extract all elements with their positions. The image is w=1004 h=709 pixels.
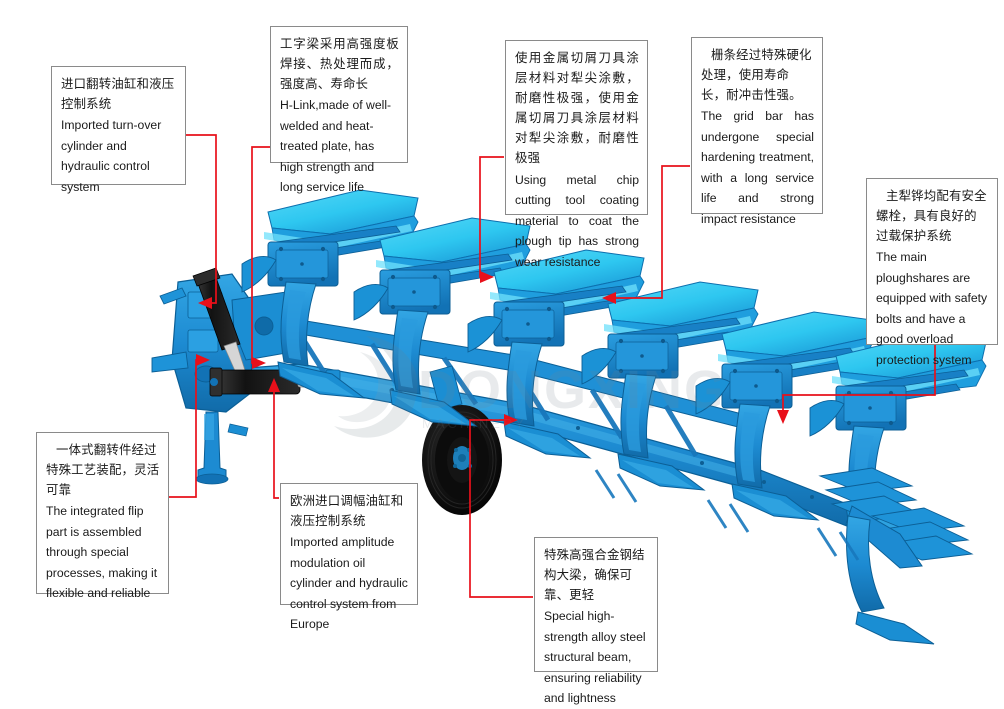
callout-en-text: Special high-strength alloy steel struct… [544,609,646,706]
callout-cn-text: 栅条经过特殊硬化处理，使用寿命长，耐冲击性强。 [701,47,812,103]
callout-h-link-beam[interactable]: 工字梁采用高强度板焊接、热处理而成，强度高、寿命长 H-Link,made of… [270,26,408,194]
plough-illustration [151,189,987,645]
callout-en-text: Imported turn-over cylinder and hydrauli… [61,118,162,194]
arrowhead-2 [252,357,266,369]
callout-integrated-flip-part[interactable]: 一体式翻转件经过特殊工艺装配，灵活可靠 The integrated flip … [36,432,169,600]
callout-cn-text: 特殊高强合金钢结构大梁，确保可靠、更轻 [544,547,645,603]
arrowhead-3 [480,271,494,283]
callout-en-text: The grid bar has undergone special harde… [701,109,814,226]
callout-en-text: The main ploughshares are equipped with … [876,250,988,367]
callout-en-text: The integrated flip part is assembled th… [46,504,158,601]
diagram-canvas: DONGXING MACHINERY [36,26,998,705]
callout-cn-text: 主犁铧均配有安全螺栓，具有良好的过载保护系统 [876,188,987,244]
callout-cn-text: 进口翻转油缸和液压控制系统 [61,76,175,112]
callout-en-text: H-Link,made of well-welded and heat-trea… [280,98,392,195]
arrowhead-4 [602,292,616,304]
callout-en-text: Using metal chip cutting tool coating ma… [515,172,639,269]
arrowhead-8 [504,414,518,426]
callout-amplitude-modulation-cylinder[interactable]: 欧洲进口调幅油缸和液压控制系统 Imported amplitude modul… [280,483,418,631]
callout-turn-over-cylinder[interactable]: 进口翻转油缸和液压控制系统 Imported turn-over cylinde… [51,66,186,194]
arrowhead-5 [777,410,789,424]
callout-alloy-steel-beam[interactable]: 特殊高强合金钢结构大梁，确保可靠、更轻 Special high-strengt… [534,537,658,705]
arrowhead-6 [196,354,210,366]
callout-plough-tip-coating[interactable]: 使用金属切屑刀具涂层材料对犁尖涂敷，耐磨性极强，使用金属切屑刀具涂层材料对犁尖涂… [505,40,648,269]
callout-grid-bar-hardening[interactable]: 栅条经过特殊硬化处理，使用寿命长，耐冲击性强。 The grid bar has… [691,37,823,226]
callout-cn-text: 工字梁采用高强度板焊接、热处理而成，强度高、寿命长 [280,36,399,92]
depth-wheel [422,365,502,515]
arrowhead-1 [198,297,212,309]
callout-cn-text: 欧洲进口调幅油缸和液压控制系统 [290,493,404,529]
rear-frame [845,505,935,645]
leader-lines [168,134,936,598]
callout-cn-text: 一体式翻转件经过特殊工艺装配，灵活可靠 [46,442,160,498]
callout-en-text: Imported amplitude modulation oil cylind… [290,535,408,632]
arrowhead-7 [268,378,280,392]
callout-safety-bolt-protection[interactable]: 主犁铧均配有安全螺栓，具有良好的过载保护系统 The main ploughsh… [866,178,998,367]
callout-cn-text: 使用金属切屑刀具涂层材料对犁尖涂敷，耐磨性极强，使用金属切屑刀具涂层材料对犁尖涂… [515,50,639,166]
